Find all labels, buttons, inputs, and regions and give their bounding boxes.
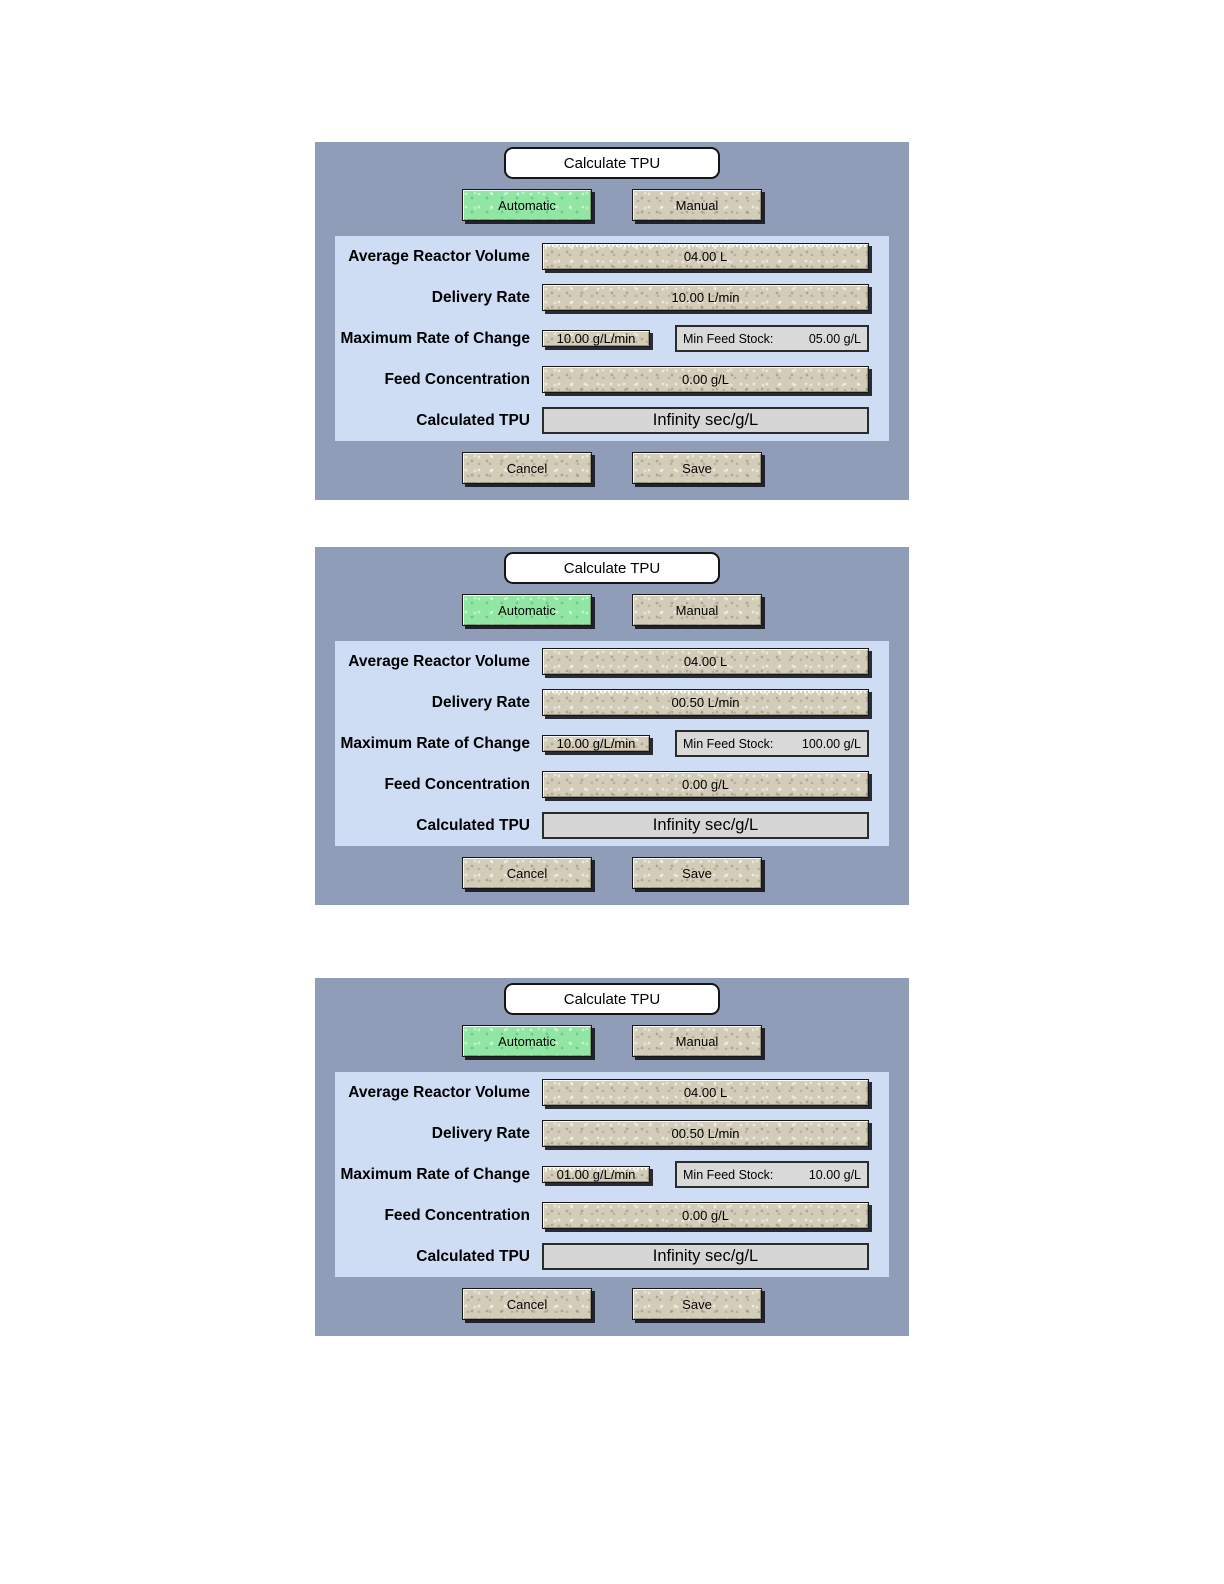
delivery-rate-input[interactable]: 00.50 L/min [542,689,869,716]
feed-concentration-input[interactable]: 0.00 g/L [542,771,869,798]
calculated-tpu-display: Infinity sec/g/L [542,812,869,839]
feed-concentration-label: Feed Concentration [384,775,530,793]
cancel-button[interactable]: Cancel [462,452,592,484]
dialog-title: Calculate TPU [504,147,720,179]
fields-area: Average Reactor Volume 04.00 L Delivery … [335,236,889,441]
save-button[interactable]: Save [632,452,762,484]
save-button[interactable]: Save [632,857,762,889]
manual-button[interactable]: Manual [632,594,762,626]
min-feed-stock-value: 05.00 g/L [808,331,861,346]
feed-concentration-row: Feed Concentration 0.00 g/L [335,1202,879,1229]
fields-area: Average Reactor Volume 04.00 L Delivery … [335,1072,889,1277]
min-feed-stock-display: Min Feed Stock: 10.00 g/L [675,1161,869,1188]
maximum-rate-of-change-label: Maximum Rate of Change [340,329,530,347]
maximum-rate-of-change-row: Maximum Rate of Change 01.00 g/L/min Min… [335,1161,879,1188]
delivery-rate-input[interactable]: 00.50 L/min [542,1120,869,1147]
mode-button-row: Automatic Manual [315,1025,909,1057]
calculated-tpu-label: Calculated TPU [416,411,530,429]
min-feed-stock-label: Min Feed Stock: [683,331,774,346]
average-reactor-volume-input[interactable]: 04.00 L [542,243,869,270]
calculate-tpu-dialog: Calculate TPU Automatic Manual Average R… [315,547,909,905]
calculate-tpu-dialog: Calculate TPU Automatic Manual Average R… [315,978,909,1336]
calculated-tpu-row: Calculated TPU Infinity sec/g/L [335,407,879,434]
dialog-title: Calculate TPU [504,552,720,584]
dialog-title-text: Calculate TPU [563,990,661,1008]
average-reactor-volume-row: Average Reactor Volume 04.00 L [335,243,879,270]
delivery-rate-row: Delivery Rate 00.50 L/min [335,689,879,716]
manual-button[interactable]: Manual [632,189,762,221]
dialog-title-text: Calculate TPU [563,559,661,577]
calculate-tpu-dialog: Calculate TPU Automatic Manual Average R… [315,142,909,500]
feed-concentration-label: Feed Concentration [384,370,530,388]
panels-container: Calculate TPU Automatic Manual Average R… [315,142,909,1336]
calculated-tpu-row: Calculated TPU Infinity sec/g/L [335,1243,879,1270]
mode-button-row: Automatic Manual [315,189,909,221]
dialog-title-text: Calculate TPU [563,154,661,172]
average-reactor-volume-input[interactable]: 04.00 L [542,648,869,675]
maximum-rate-of-change-input[interactable]: 10.00 g/L/min [542,735,650,752]
calculated-tpu-display: Infinity sec/g/L [542,407,869,434]
calculated-tpu-display: Infinity sec/g/L [542,1243,869,1270]
feed-concentration-row: Feed Concentration 0.00 g/L [335,771,879,798]
delivery-rate-label: Delivery Rate [431,288,530,306]
calculated-tpu-label: Calculated TPU [416,1247,530,1265]
min-feed-stock-value: 10.00 g/L [808,1167,861,1182]
mode-button-row: Automatic Manual [315,594,909,626]
calculated-tpu-row: Calculated TPU Infinity sec/g/L [335,812,879,839]
average-reactor-volume-label: Average Reactor Volume [348,1083,530,1101]
average-reactor-volume-label: Average Reactor Volume [348,247,530,265]
maximum-rate-of-change-row: Maximum Rate of Change 10.00 g/L/min Min… [335,730,879,757]
automatic-button[interactable]: Automatic [462,594,592,626]
delivery-rate-label: Delivery Rate [431,693,530,711]
average-reactor-volume-row: Average Reactor Volume 04.00 L [335,648,879,675]
maximum-rate-of-change-input[interactable]: 01.00 g/L/min [542,1166,650,1183]
feed-concentration-label: Feed Concentration [384,1206,530,1224]
action-button-row: Cancel Save [315,1288,909,1320]
automatic-button[interactable]: Automatic [462,189,592,221]
calculated-tpu-label: Calculated TPU [416,816,530,834]
delivery-rate-label: Delivery Rate [431,1124,530,1142]
average-reactor-volume-row: Average Reactor Volume 04.00 L [335,1079,879,1106]
delivery-rate-row: Delivery Rate 00.50 L/min [335,1120,879,1147]
save-button[interactable]: Save [632,1288,762,1320]
feed-concentration-input[interactable]: 0.00 g/L [542,366,869,393]
maximum-rate-of-change-row: Maximum Rate of Change 10.00 g/L/min Min… [335,325,879,352]
maximum-rate-of-change-label: Maximum Rate of Change [340,734,530,752]
dialog-title: Calculate TPU [504,983,720,1015]
cancel-button[interactable]: Cancel [462,1288,592,1320]
delivery-rate-row: Delivery Rate 10.00 L/min [335,284,879,311]
min-feed-stock-display: Min Feed Stock: 100.00 g/L [675,730,869,757]
automatic-button[interactable]: Automatic [462,1025,592,1057]
min-feed-stock-label: Min Feed Stock: [683,736,774,751]
maximum-rate-of-change-label: Maximum Rate of Change [340,1165,530,1183]
action-button-row: Cancel Save [315,857,909,889]
min-feed-stock-label: Min Feed Stock: [683,1167,774,1182]
feed-concentration-row: Feed Concentration 0.00 g/L [335,366,879,393]
cancel-button[interactable]: Cancel [462,857,592,889]
manual-button[interactable]: Manual [632,1025,762,1057]
maximum-rate-of-change-input[interactable]: 10.00 g/L/min [542,330,650,347]
action-button-row: Cancel Save [315,452,909,484]
min-feed-stock-display: Min Feed Stock: 05.00 g/L [675,325,869,352]
fields-area: Average Reactor Volume 04.00 L Delivery … [335,641,889,846]
delivery-rate-input[interactable]: 10.00 L/min [542,284,869,311]
feed-concentration-input[interactable]: 0.00 g/L [542,1202,869,1229]
average-reactor-volume-label: Average Reactor Volume [348,652,530,670]
min-feed-stock-value: 100.00 g/L [801,736,861,751]
average-reactor-volume-input[interactable]: 04.00 L [542,1079,869,1106]
